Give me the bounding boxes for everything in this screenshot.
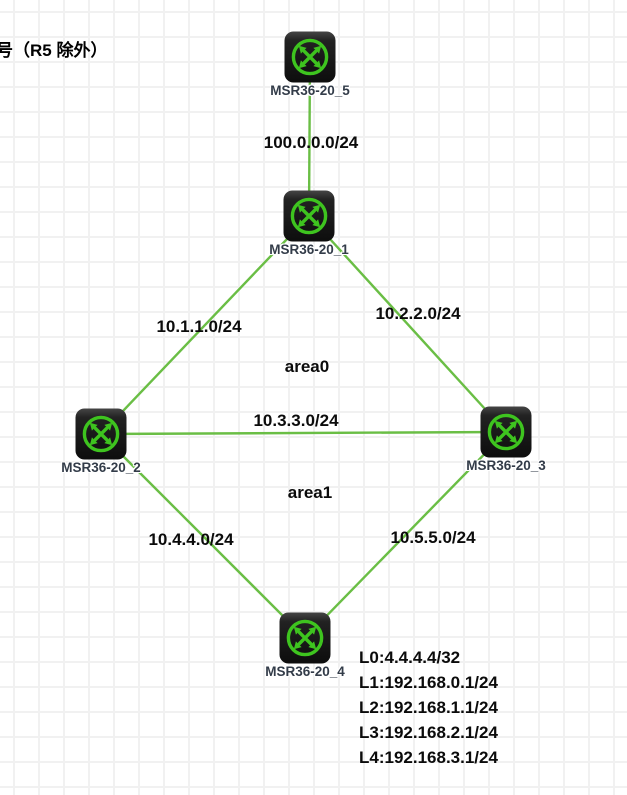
network-label-10-5-5-0: 10.5.5.0/24 [390, 528, 476, 547]
area-label-area0: area0 [284, 357, 330, 376]
network-label-10-3-3-0: 10.3.3.0/24 [253, 411, 339, 430]
network-label-10-1-1-0: 10.1.1.0/24 [156, 317, 242, 336]
node-label: MSR36-20_5 [270, 83, 350, 98]
network-label-10-4-4-0: 10.4.4.0/24 [148, 530, 234, 549]
network-label-10-2-2-0: 10.2.2.0/24 [375, 304, 461, 323]
router-icon[interactable] [479, 406, 533, 458]
area-label-area1: area1 [287, 483, 333, 502]
loopback-annotation: L0:4.4.4.4/32 L1:192.168.0.1/24 L2:192.1… [359, 645, 498, 770]
node-label: MSR36-20_4 [265, 664, 345, 679]
node-label: MSR36-20_3 [466, 458, 546, 473]
router-icon[interactable] [282, 190, 336, 242]
corner-note: 号（R5 除外） [0, 41, 108, 60]
topology-link-10-3-3-0-24[interactable] [100, 430, 507, 436]
loopback-line-l2: L2:192.168.1.1/24 [359, 698, 498, 717]
router-icon[interactable] [278, 612, 332, 664]
router-icon[interactable] [74, 408, 128, 460]
router-icon[interactable] [283, 31, 337, 83]
loopback-line-l3: L3:192.168.2.1/24 [359, 723, 498, 742]
loopback-line-l0: L0:4.4.4.4/32 [359, 648, 461, 667]
loopback-line-l4: L4:192.168.3.1/24 [359, 748, 498, 767]
network-label-100-0-0-0: 100.0.0.0/24 [263, 133, 359, 152]
node-label: MSR36-20_1 [269, 242, 349, 257]
loopback-line-l1: L1:192.168.0.1/24 [359, 673, 498, 692]
node-label: MSR36-20_2 [61, 460, 141, 475]
